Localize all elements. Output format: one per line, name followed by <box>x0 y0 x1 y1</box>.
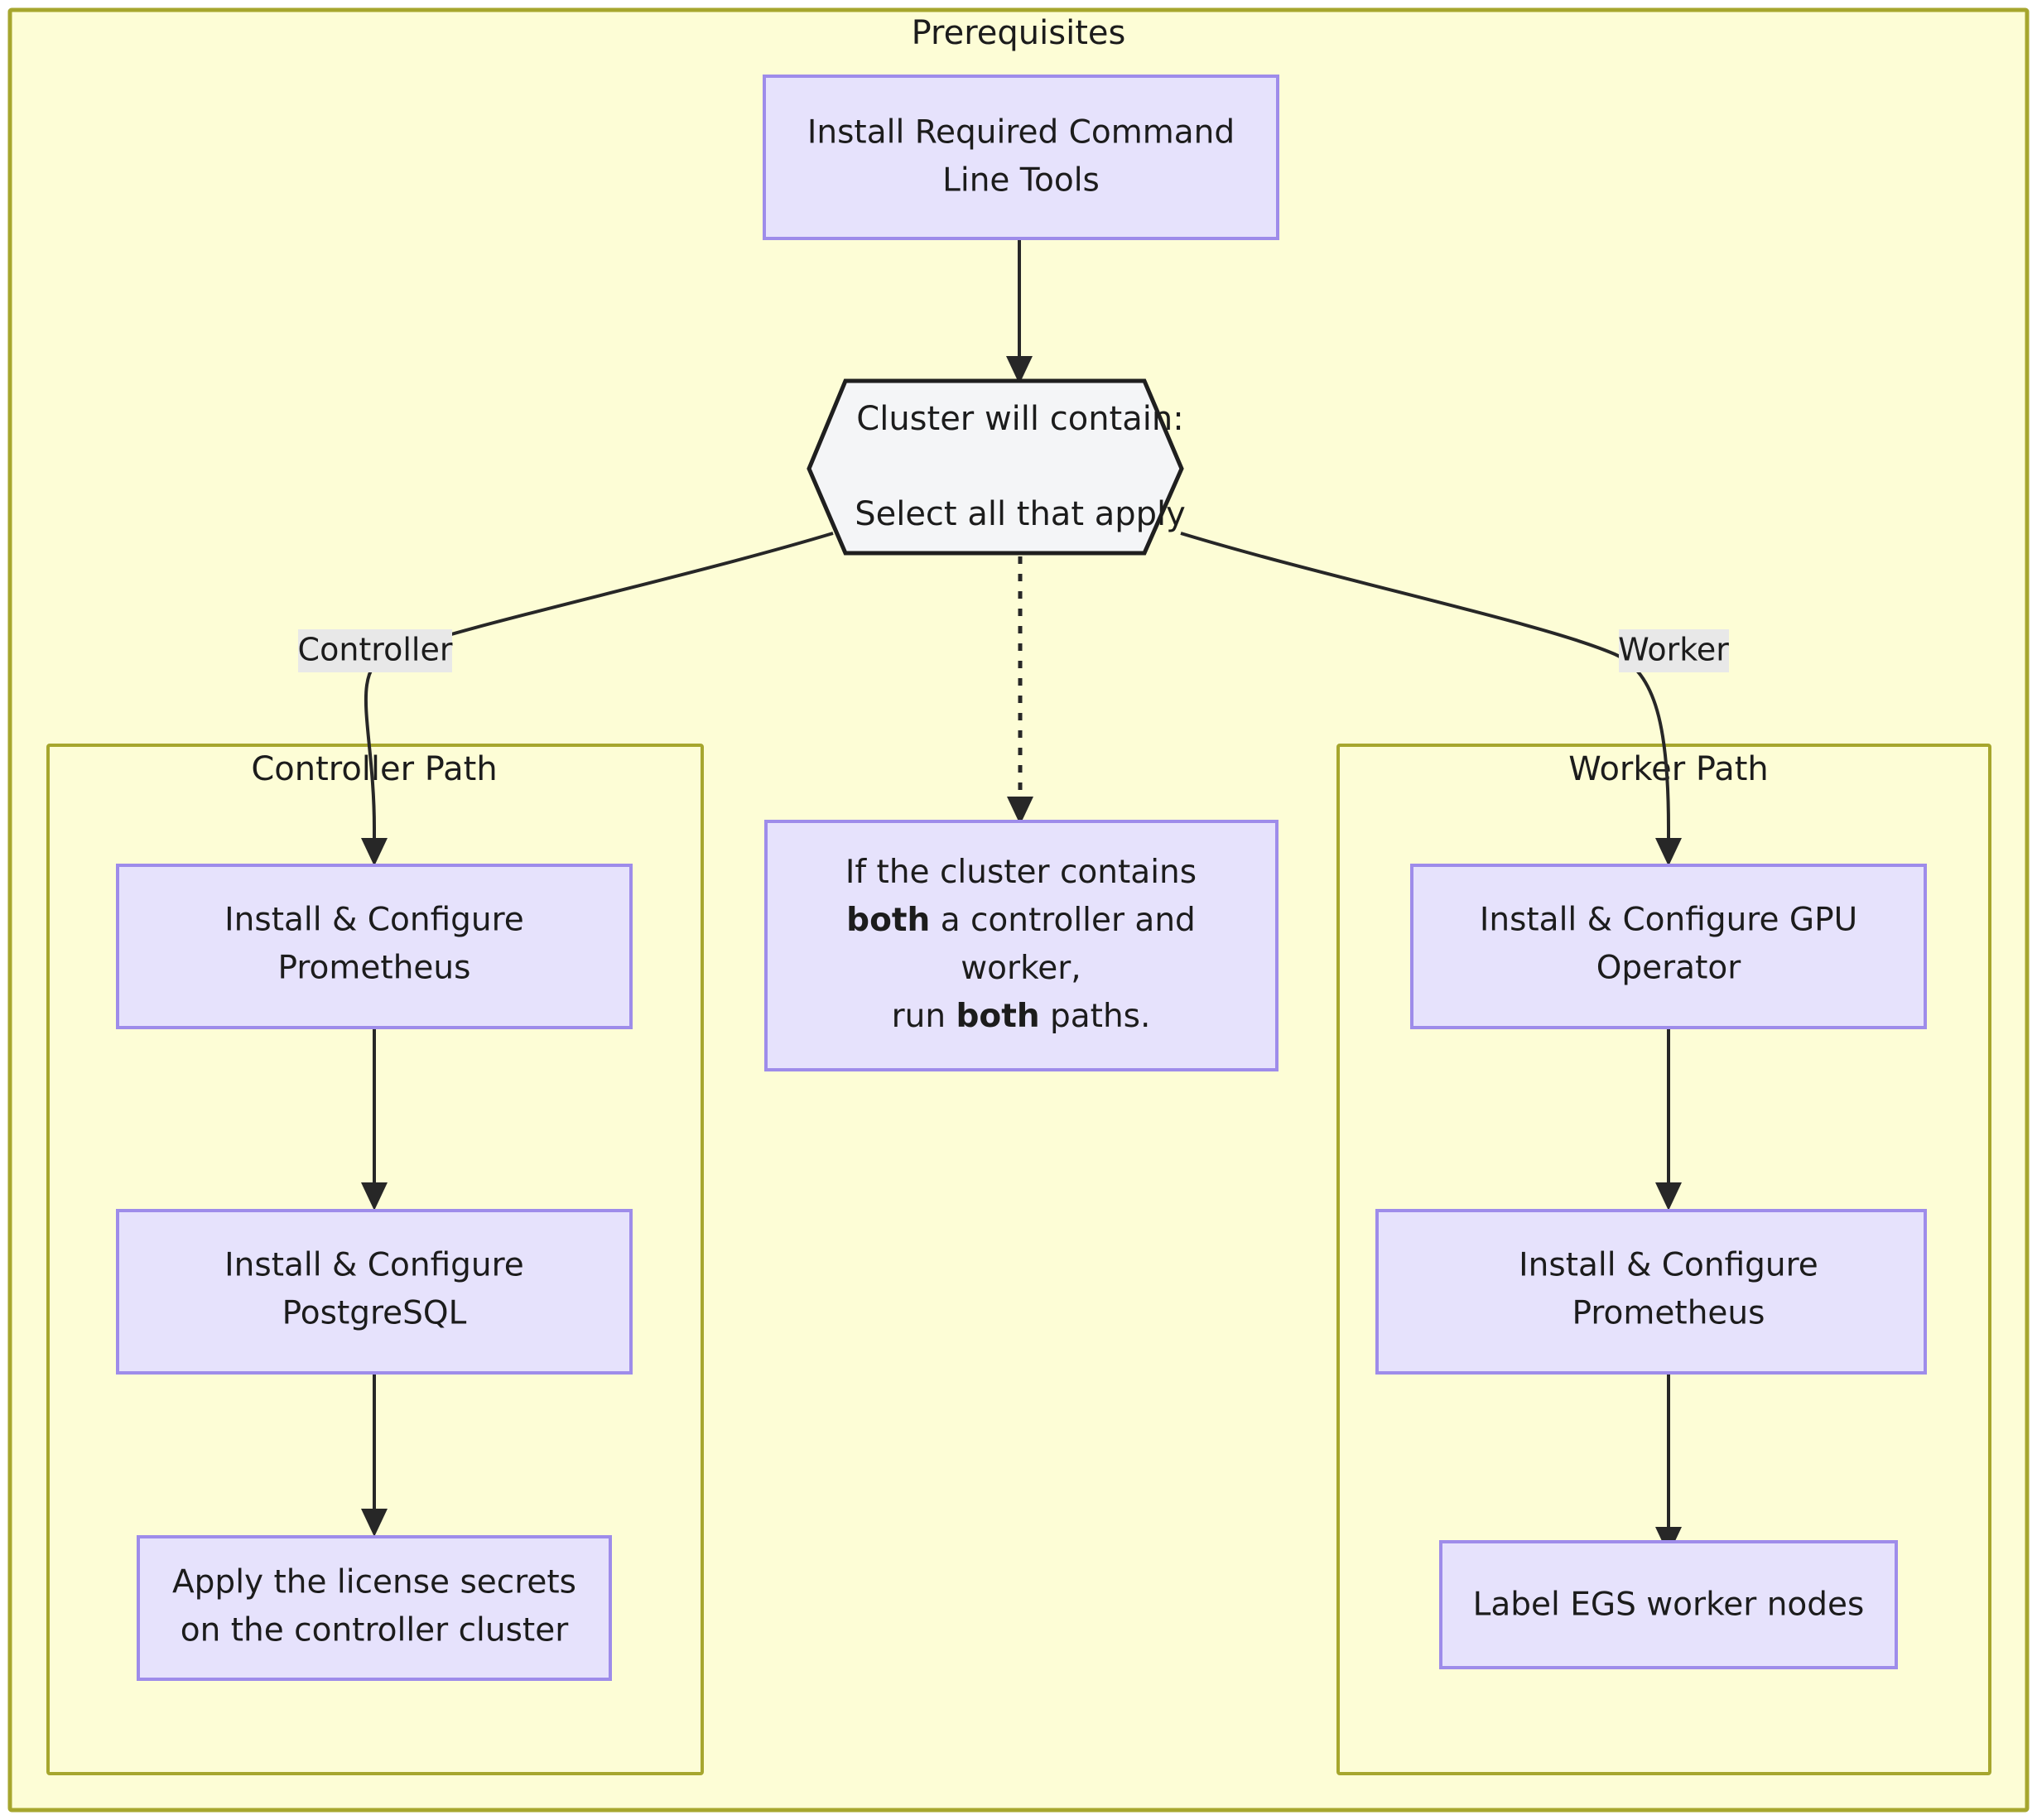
arrowhead-icon <box>361 1182 388 1211</box>
arrowhead-icon <box>361 1509 388 1537</box>
edge-gpu-operator-to-worker-prometheus <box>1655 1025 1682 1211</box>
node-if-cluster-contains-both-line-2: both a controller and <box>846 902 1196 939</box>
node-install-configure-postgresql[interactable]: Install & Configure PostgreSQL <box>116 1209 633 1375</box>
edge-install-tools-to-decision <box>1006 238 1033 384</box>
node-install-configure-prometheus-controller-line-2: Prometheus <box>278 950 471 987</box>
node-if-cluster-contains-both-line-1: If the cluster contains <box>845 854 1197 891</box>
edge-label-worker: Worker <box>1618 629 1729 672</box>
edge-label-controller-text: Controller <box>298 632 453 668</box>
node-install-configure-prometheus-controller[interactable]: Install & Configure Prometheus <box>116 864 633 1029</box>
edge-label-controller-bg <box>298 629 452 672</box>
cluster-controller-path-title: Controller Path <box>251 750 497 788</box>
arrowhead-icon <box>1655 838 1682 866</box>
arrowhead-icon <box>361 838 388 866</box>
node-install-configure-prometheus-controller-line-1: Install & Configure <box>224 902 524 939</box>
node-label-egs-worker-nodes[interactable]: Label EGS worker nodes <box>1439 1540 1898 1669</box>
node-cluster-will-contain[interactable]: Cluster will contain: Select all that ap… <box>807 378 1186 556</box>
node-install-configure-postgresql-line-2: PostgreSQL <box>282 1295 467 1332</box>
node-install-configure-prometheus-worker-line-2: Prometheus <box>1572 1295 1765 1332</box>
node-cluster-will-contain-line-1: Cluster will contain: <box>856 400 1183 438</box>
cluster-prerequisites-title: Prerequisites <box>912 14 1126 52</box>
arrowhead-icon <box>1006 356 1033 384</box>
edge-label-controller: Controller <box>298 629 453 672</box>
arrowhead-icon <box>1007 797 1033 825</box>
node-install-configure-postgresql-line-1: Install & Configure <box>224 1247 524 1284</box>
node-install-configure-prometheus-worker-line-1: Install & Configure <box>1519 1247 1818 1284</box>
edge-label-worker-text: Worker <box>1618 632 1729 668</box>
node-install-configure-gpu-operator-line-1: Install & Configure GPU <box>1480 902 1857 939</box>
node-cluster-will-contain-line-3: Select all that apply <box>855 495 1186 533</box>
node-apply-license-secrets[interactable]: Apply the license secrets on the control… <box>137 1535 612 1681</box>
node-apply-license-secrets-line-1: Apply the license secrets <box>172 1564 576 1601</box>
arrowhead-icon <box>1655 1182 1682 1211</box>
edge-postgresql-to-license-secrets <box>361 1370 388 1537</box>
node-if-cluster-contains-both[interactable]: If the cluster contains both a controlle… <box>764 820 1279 1071</box>
node-if-cluster-contains-both-line-4: run both paths. <box>892 998 1151 1035</box>
node-if-cluster-contains-both-line-3: worker, <box>961 950 1081 987</box>
edge-decision-to-note <box>1007 556 1033 825</box>
edge-decision-to-worker-gpu <box>1180 532 1682 866</box>
node-label-egs-worker-nodes-line-1: Label EGS worker nodes <box>1473 1586 1865 1624</box>
node-install-configure-prometheus-worker[interactable]: Install & Configure Prometheus <box>1375 1209 1927 1375</box>
node-apply-license-secrets-line-2: on the controller cluster <box>181 1612 569 1649</box>
edge-controller-prometheus-to-postgresql <box>361 1025 388 1211</box>
node-install-configure-gpu-operator[interactable]: Install & Configure GPU Operator <box>1410 864 1927 1029</box>
node-install-configure-gpu-operator-line-2: Operator <box>1596 950 1742 987</box>
edge-label-worker-bg <box>1619 629 1729 672</box>
node-install-required-command-line-tools-line-2: Line Tools <box>942 162 1100 200</box>
node-install-required-command-line-tools[interactable]: Install Required Command Line Tools <box>763 75 1279 240</box>
node-install-required-command-line-tools-line-1: Install Required Command <box>807 114 1235 152</box>
